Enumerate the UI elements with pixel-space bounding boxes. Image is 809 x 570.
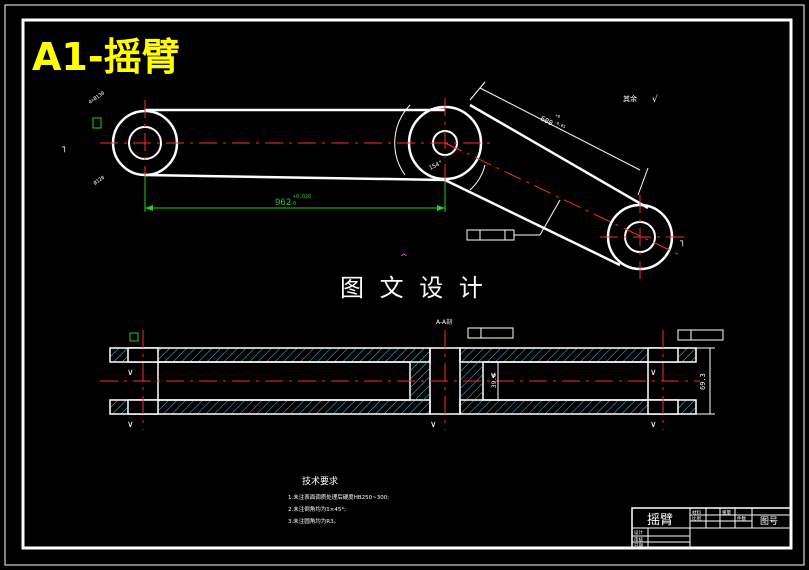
svg-text:∨: ∨ (490, 371, 497, 381)
dim-962-upper: +0.028 (293, 194, 311, 200)
weight-label: 重量 (722, 509, 731, 516)
svg-text:∨: ∨ (127, 368, 134, 378)
roughness-symbols: ∨ ∨ ∨ ∨ ∨ ∨ (127, 368, 657, 430)
gdt-frame-section-right (677, 329, 724, 341)
tech-line-2: 2.未注倒角均为1×45°; (288, 505, 346, 513)
tech-title: 技术要求 (302, 475, 338, 487)
mat-label: 材料 (692, 509, 701, 516)
sheet-label: 图号 (760, 516, 778, 527)
roughness-general-note: 其余 (623, 94, 637, 103)
count-label: 件数 (737, 515, 746, 522)
gdt-frame-section (467, 327, 514, 339)
dim-600: 600 +0 -0.05 (469, 81, 649, 196)
dim-962: 962 +0.028 0 (144, 175, 446, 212)
tech-line-1: 1.未注表面调质处理后硬度HB250~300; (288, 493, 389, 501)
tech-line-3: 3.未注圆角均为R3。 (288, 517, 339, 525)
dim-962-value: 962 (275, 198, 291, 208)
svg-text:∨: ∨ (650, 420, 657, 430)
svg-text:∨: ∨ (650, 368, 657, 378)
datum-box-section (129, 332, 139, 342)
part-name: 摇臂 (647, 513, 673, 528)
watermark: 图 文 设 计 (340, 274, 487, 302)
roughness-general-symbol: √ (652, 94, 658, 105)
roughness-right: ┐ (679, 237, 685, 247)
section-centerlines (100, 330, 700, 430)
left-note-bottom: Ø120 (92, 174, 106, 187)
gdt-frame-top (466, 229, 515, 241)
tech-requirements: 技术要求 1.未注表面调质处理后硬度HB250~300; 2.未注倒角均为1×4… (288, 475, 389, 525)
angled-arm-edges (444, 103, 649, 267)
scale-label: 比例 (692, 515, 701, 522)
angle-label: 154° (428, 159, 444, 171)
drawing-title: A1-摇臂 (32, 35, 180, 79)
dim-inner: 39.6 (491, 373, 498, 388)
title-block: 摇臂 设计 审核 日期 材料 比例 重量 件数 图号 (631, 507, 792, 549)
section-view: A-A剖 69.3 39.6 ∨ ∨ ∨ ∨ ∨ ∨ (100, 318, 724, 430)
dim-600-lower: -0.05 (554, 119, 568, 129)
section-label: A-A剖 (436, 318, 452, 326)
roughness-left: ┐ (61, 143, 67, 153)
datum-box-left (92, 117, 102, 129)
svg-text:∨: ∨ (127, 420, 134, 430)
web-hatch-left (410, 362, 430, 400)
dim-600-upper: +0 (555, 112, 562, 119)
angle-arc-right (469, 164, 486, 191)
long-arm-edges (144, 108, 446, 182)
dim-height: 69.3 (699, 373, 707, 390)
row-label-0: 设计 (634, 529, 643, 536)
row-label-1: 审核 (634, 536, 643, 543)
svg-text:∨: ∨ (430, 420, 437, 430)
gdt-leader (539, 199, 561, 236)
outer-border (4, 4, 805, 566)
angle-arc-left (394, 104, 411, 176)
row-label-2: 日期 (634, 543, 643, 549)
dim-962-lower: 0 (293, 201, 296, 207)
top-view: 962 +0.028 0 600 +0 -0.05 154° 4×Ø130 Ø1… (61, 81, 685, 280)
inner-border (21, 18, 793, 550)
left-note-top: 4×Ø130 (87, 90, 106, 106)
origin-marker: ^ (400, 253, 408, 263)
dim-600-value: 600 (539, 115, 554, 128)
